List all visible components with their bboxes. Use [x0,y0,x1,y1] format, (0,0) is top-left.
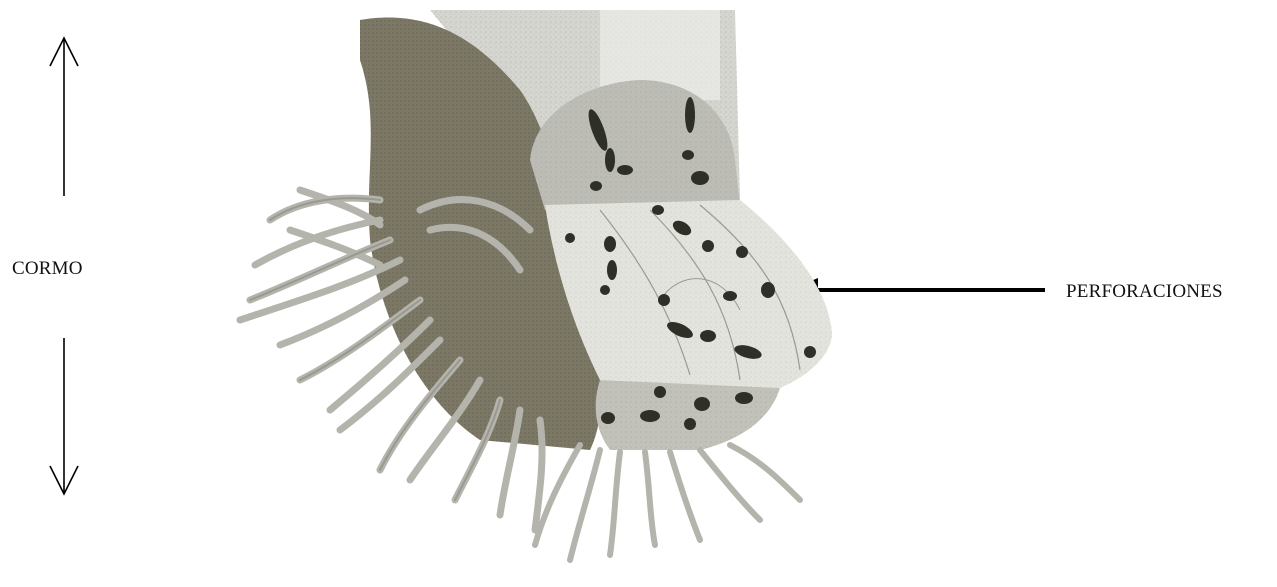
bottom-roots [535,445,800,560]
corm-label: CORMO [12,258,83,280]
banana-corm-drawing [240,10,832,560]
perforations-label: PERFORACIONES [1066,281,1223,303]
corm-up-arrow [50,38,78,196]
corm-down-arrow [50,338,78,494]
perforations-pointer-arrow [790,278,1045,302]
